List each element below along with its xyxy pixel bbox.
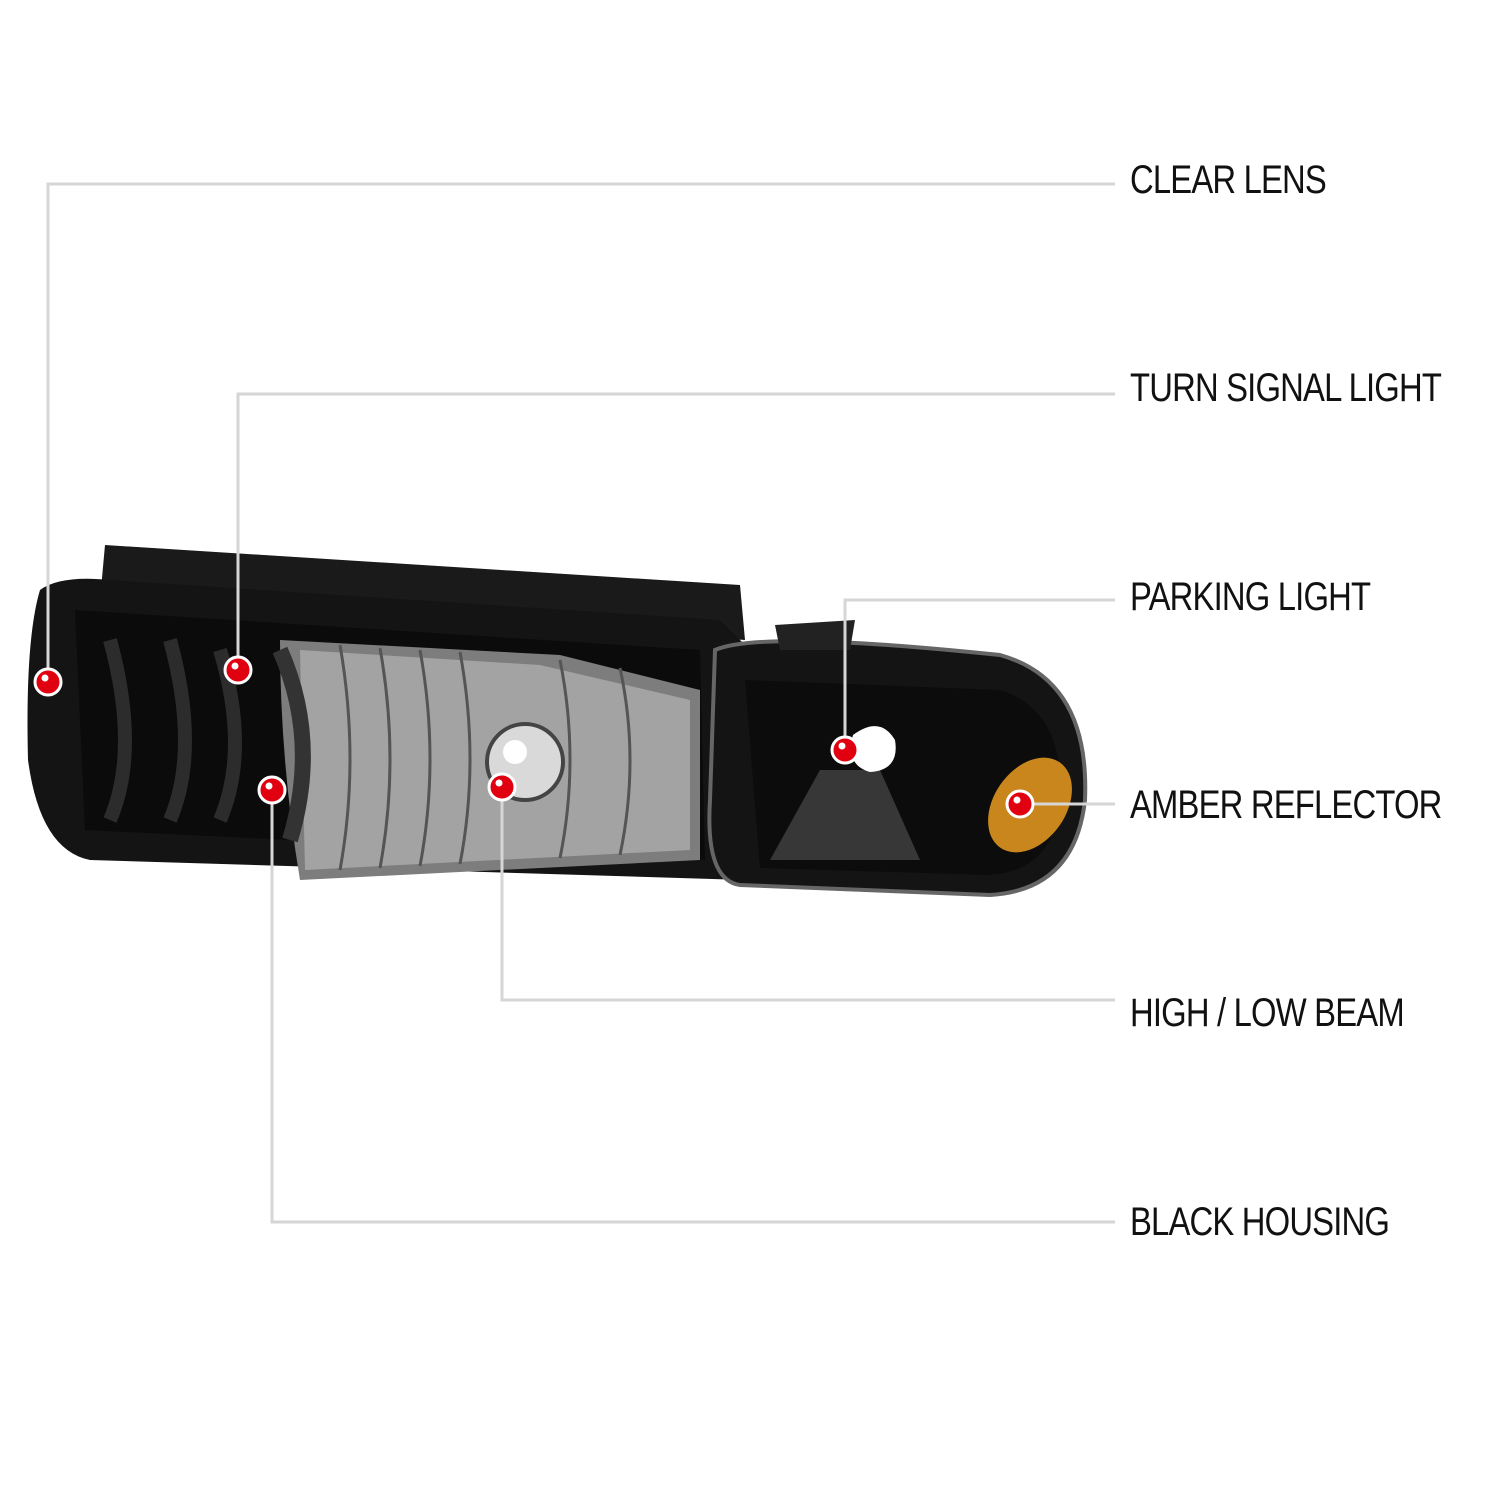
headlight-image bbox=[27, 545, 1088, 898]
dot-black-housing bbox=[257, 775, 287, 805]
dot-parking-light bbox=[830, 735, 860, 765]
dot-clear-lens bbox=[33, 667, 63, 697]
label-high-low-beam: HIGH / LOW BEAM bbox=[1130, 991, 1405, 1035]
callout-lines bbox=[46, 182, 1115, 1224]
dot-high-low-beam bbox=[487, 772, 517, 802]
label-clear-lens: CLEAR LENS bbox=[1130, 158, 1327, 202]
dot-amber-reflector bbox=[1005, 789, 1035, 819]
label-turn-signal-light: TURN SIGNAL LIGHT bbox=[1130, 366, 1442, 410]
label-parking-light: PARKING LIGHT bbox=[1130, 575, 1371, 619]
callout-dots bbox=[33, 655, 1035, 819]
label-amber-reflector: AMBER REFLECTOR bbox=[1130, 783, 1442, 827]
dot-turn-signal bbox=[223, 655, 253, 685]
label-black-housing: BLACK HOUSING bbox=[1130, 1200, 1390, 1244]
